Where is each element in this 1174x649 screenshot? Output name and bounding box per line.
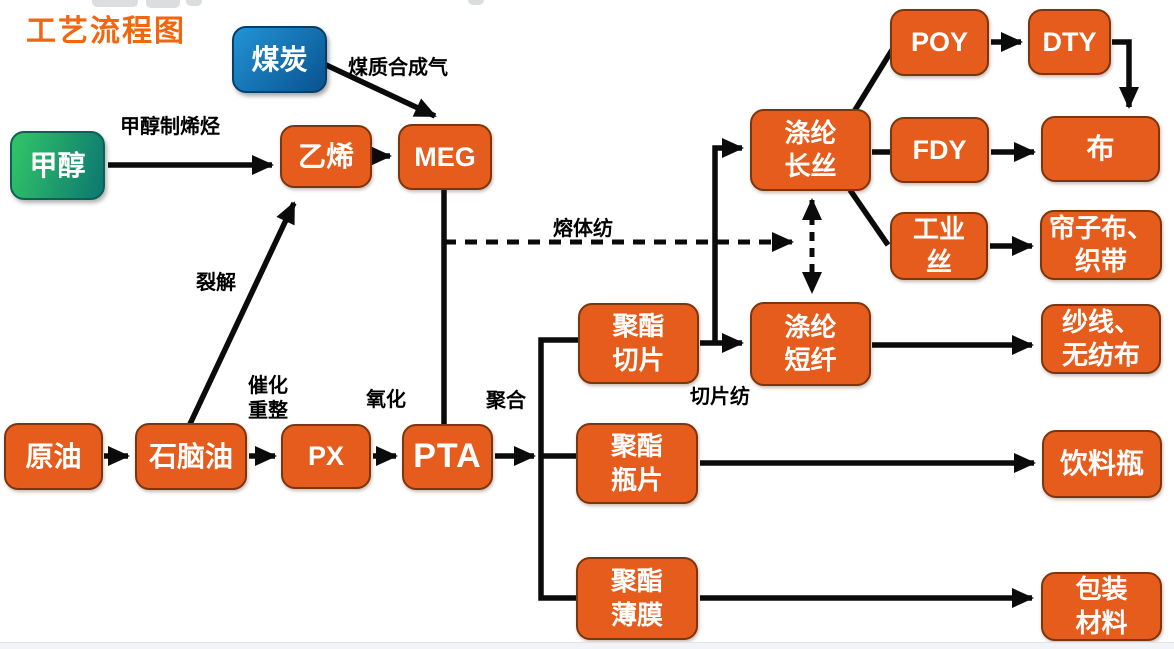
node-methanol: 甲醇 [10,131,105,200]
node-coal: 煤炭 [232,26,327,93]
node-px: PX [281,424,371,489]
node-cloth: 布 [1041,116,1160,182]
cropped-text-artifact [468,0,484,5]
cropped-text-artifact [186,0,202,6]
node-cord-fabric: 帘子布、 织带 [1040,210,1162,280]
cropped-text-artifact [92,0,138,7]
edge-chip-filament [712,138,744,343]
node-beverage-bottle: 饮料瓶 [1042,430,1162,498]
edge-filament-poy [849,48,895,117]
node-industrial-yarn: 工业 丝 [890,212,988,280]
node-fdy: FDY [890,117,989,183]
edge-label-polymerization: 聚合 [486,390,526,412]
node-crude-oil: 原油 [4,423,103,490]
edge-coal-meg [322,61,437,119]
node-naphtha: 石脑油 [135,423,247,490]
edge-label-catalytic-reforming: 催化 重整 [248,375,288,422]
page-title: 工艺流程图 [26,15,186,48]
node-polyester-staple: 涤纶 短纤 [750,302,871,386]
edge-label-coal-syngas: 煤质合成气 [348,57,448,79]
node-polyester-filament: 涤纶 长丝 [750,109,871,191]
node-ethylene: 乙烯 [280,125,372,188]
node-polyester-chip: 聚酯 切片 [578,303,699,384]
edge-label-methanol-to-olefins: 甲醇制烯烃 [120,116,220,138]
node-meg: MEG [398,124,492,190]
edge-label-oxidation: 氧化 [366,389,406,411]
edge-dty-cloth [1112,39,1139,109]
edge-label-melt-spinning: 熔体纺 [553,218,613,240]
node-pta: PTA [402,424,493,490]
node-packaging: 包装 材料 [1041,572,1162,641]
node-dty: DTY [1028,9,1111,75]
node-polyester-bottle-chip: 聚酯 瓶片 [576,423,698,504]
edge-naphtha-ethylene-cracking [187,201,297,426]
edge-label-cracking: 裂解 [196,272,236,294]
node-polyester-film: 聚酯 薄膜 [576,557,698,640]
cropped-text-artifact [146,0,180,8]
edge-junction-trunk [538,337,578,601]
edge-filament-industrialyarn [847,188,891,247]
bottom-strip [0,642,1174,649]
edge-label-chip-spinning: 切片纺 [690,386,750,408]
node-poy: POY [890,9,989,76]
node-yarn-nonwoven: 纱线、 无纺布 [1041,304,1161,374]
